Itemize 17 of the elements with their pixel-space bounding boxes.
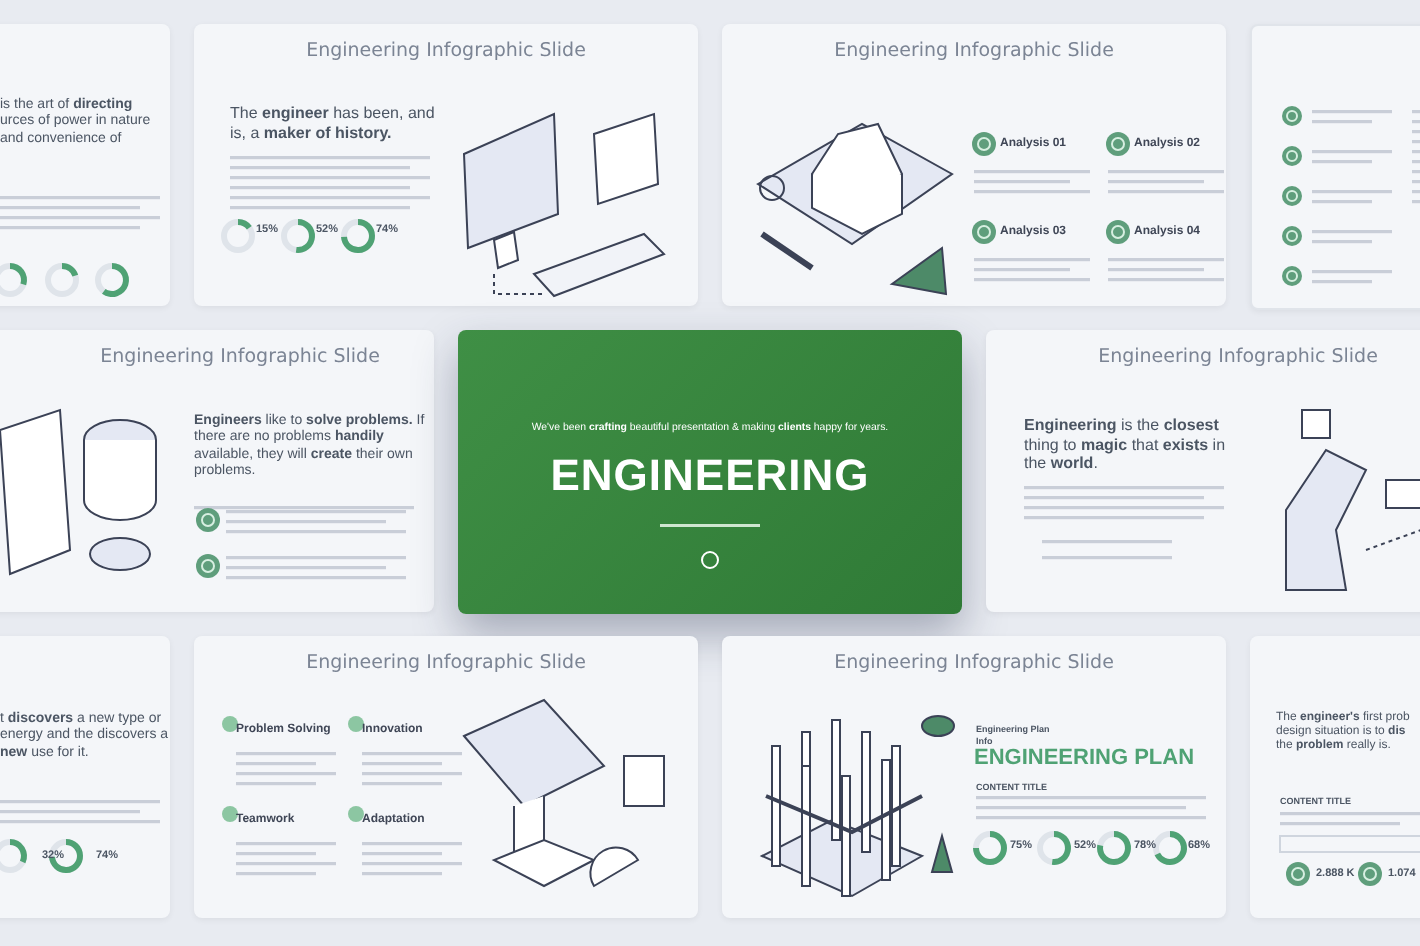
slide-title: Engineering Infographic Slide (832, 40, 1116, 63)
plan-heading: ENGINEERING PLAN (974, 746, 1197, 773)
slide-card (722, 24, 1226, 306)
slide-title: Engineering Infographic Slide (304, 40, 588, 63)
cover-slide-card (458, 330, 962, 614)
slide-card (722, 636, 1226, 918)
slide-title: Engineering Infographic Slide (1096, 346, 1380, 369)
heading-text: Engineering is the closest thing to magic that exists in the world. (1024, 416, 1228, 474)
slide-title: Engineering Infographic Slide (98, 346, 382, 369)
slide-title: Engineering Infographic Slide (304, 652, 588, 675)
cover-title: ENGINEERING (548, 450, 872, 503)
slide-card (986, 330, 1420, 612)
slide-card (0, 330, 434, 612)
heading-text: The engineer has been, and is, a maker of history. (230, 104, 437, 143)
slide-title: Engineering Infographic Slide (832, 652, 1116, 675)
slide-card (194, 24, 698, 306)
slide-card (194, 636, 698, 918)
